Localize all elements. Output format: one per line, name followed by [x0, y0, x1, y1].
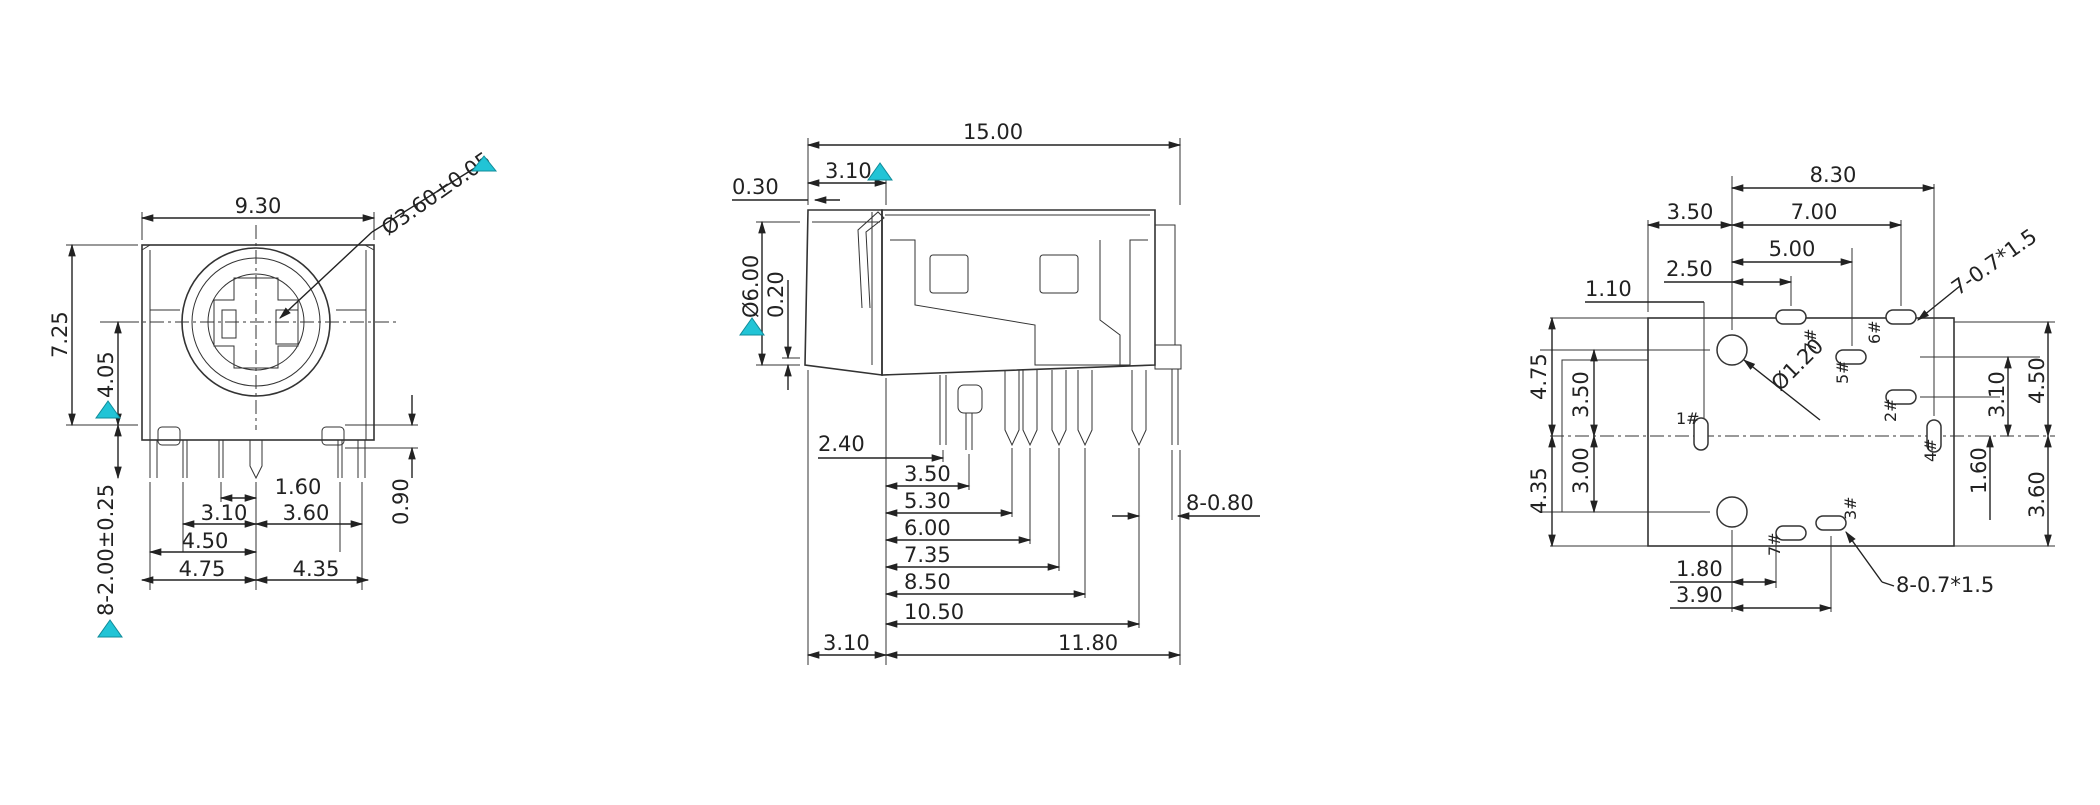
front-pitch-b-label: 3.10: [201, 501, 248, 525]
front-marker-triangle-3: [97, 619, 123, 638]
pcb-slot-7: [1775, 309, 1807, 325]
pcb-b1-label: 1.80: [1676, 557, 1723, 581]
side-step-label: 0.20: [764, 271, 788, 318]
front-pitch-a-label: 1.60: [275, 475, 322, 499]
front-left-edge-label: 4.75: [179, 557, 226, 581]
side-body-outline: [881, 209, 1156, 376]
side-pin-width-label: 8-0.80: [1186, 491, 1254, 515]
pcb-edge-label: 1.10: [1585, 277, 1632, 301]
side-diameter-label: Ø6.00: [739, 255, 763, 318]
front-hole-label: Ø3.60±0.05: [377, 147, 495, 240]
pin-label-1: 1#: [1676, 409, 1700, 428]
side-length-label: 15.00: [963, 120, 1023, 144]
front-view: 9.30 Ø3.60±0.05 7.25 4.05 8-2.00±0.25 0.…: [48, 147, 498, 638]
front-pitch-d-label: 4.50: [182, 529, 229, 553]
side-offset-bottom-label: 3.10: [823, 631, 870, 655]
front-center-height-label: 4.05: [94, 351, 118, 398]
side-offset-top-label: 3.10: [825, 159, 872, 183]
pin-label-2: 2#: [1881, 398, 1900, 422]
pcb-slots-bottom-label: 8-0.7*1.5: [1896, 573, 1994, 597]
side-marker-triangle-1: [867, 162, 893, 181]
pcb-r3-label: 3.60: [2025, 471, 2049, 518]
pcb-h3-label: 4.35: [1527, 467, 1551, 514]
pcb-slot-3: [1815, 515, 1847, 531]
front-pitch-c-label: 3.60: [283, 501, 330, 525]
front-right-edge-label: 4.35: [293, 557, 340, 581]
pcb-h4-label: 3.00: [1569, 447, 1593, 494]
pcb-r4-label: 1.60: [1967, 447, 1991, 494]
front-pin-label: 8-2.00±0.25: [94, 484, 118, 616]
pin-label-5: 5#: [1833, 360, 1852, 384]
pin-label-4: 4#: [1921, 438, 1940, 462]
side-marker-triangle-2: [739, 317, 765, 336]
pcb-r2-label: 3.10: [1985, 371, 2009, 418]
side-d1-label: 2.40: [818, 432, 865, 456]
pcb-left-label: 3.50: [1667, 200, 1714, 224]
pcb-hole-bottom: [1716, 496, 1748, 528]
side-d4-label: 6.00: [904, 516, 951, 540]
front-width-label: 9.30: [235, 194, 282, 218]
front-marker-triangle-1: [470, 155, 498, 172]
side-d5-label: 7.35: [904, 543, 951, 567]
pin-label-3: 3#: [1841, 496, 1860, 520]
pcb-total-label: 8.30: [1810, 163, 1857, 187]
pcb-right-label: 7.00: [1791, 200, 1838, 224]
pcb-mid-label: 5.00: [1769, 237, 1816, 261]
side-lip-label: 0.30: [732, 175, 779, 199]
pcb-slot-1: [1693, 417, 1709, 451]
pcb-slot-5: [1835, 349, 1867, 365]
pin-label-6: 6#: [1865, 320, 1884, 344]
side-d7-label: 10.50: [904, 600, 964, 624]
front-marker-triangle-2: [95, 400, 121, 419]
pcb-slot-7b: [1775, 525, 1807, 541]
pin-label-7: 7#: [1801, 328, 1820, 352]
pin-label-7b: 7#: [1765, 532, 1784, 556]
side-d6-label: 8.50: [904, 570, 951, 594]
pcb-hole-x-label: 2.50: [1666, 257, 1713, 281]
pcb-slot-4: [1926, 419, 1942, 453]
pcb-hole-top: [1716, 334, 1748, 366]
pcb-r1-label: 4.50: [2025, 357, 2049, 404]
pcb-hole-dia-label: Ø1.20: [1767, 334, 1829, 396]
side-d2-label: 3.50: [904, 462, 951, 486]
side-d8-label: 11.80: [1058, 631, 1118, 655]
front-height-label: 7.25: [48, 311, 72, 358]
pcb-slot-2: [1885, 389, 1917, 405]
pcb-view: 1# 2# 3# 4# 5# 6# 7# 7# 8.30 3.50 7.00 5…: [1527, 163, 2055, 612]
pcb-slot-6: [1885, 309, 1917, 325]
front-pin-height-label: 0.90: [389, 478, 413, 525]
side-d3-label: 5.30: [904, 489, 951, 513]
pcb-b2-label: 3.90: [1676, 583, 1723, 607]
side-view: 15.00 3.10 0.30 Ø6.00 0.20 2: [732, 120, 1260, 665]
pcb-slots-top-label: 7-0.7*1.5: [1947, 224, 2041, 300]
pcb-h1-label: 4.75: [1527, 353, 1551, 400]
pcb-h2-label: 3.50: [1569, 371, 1593, 418]
